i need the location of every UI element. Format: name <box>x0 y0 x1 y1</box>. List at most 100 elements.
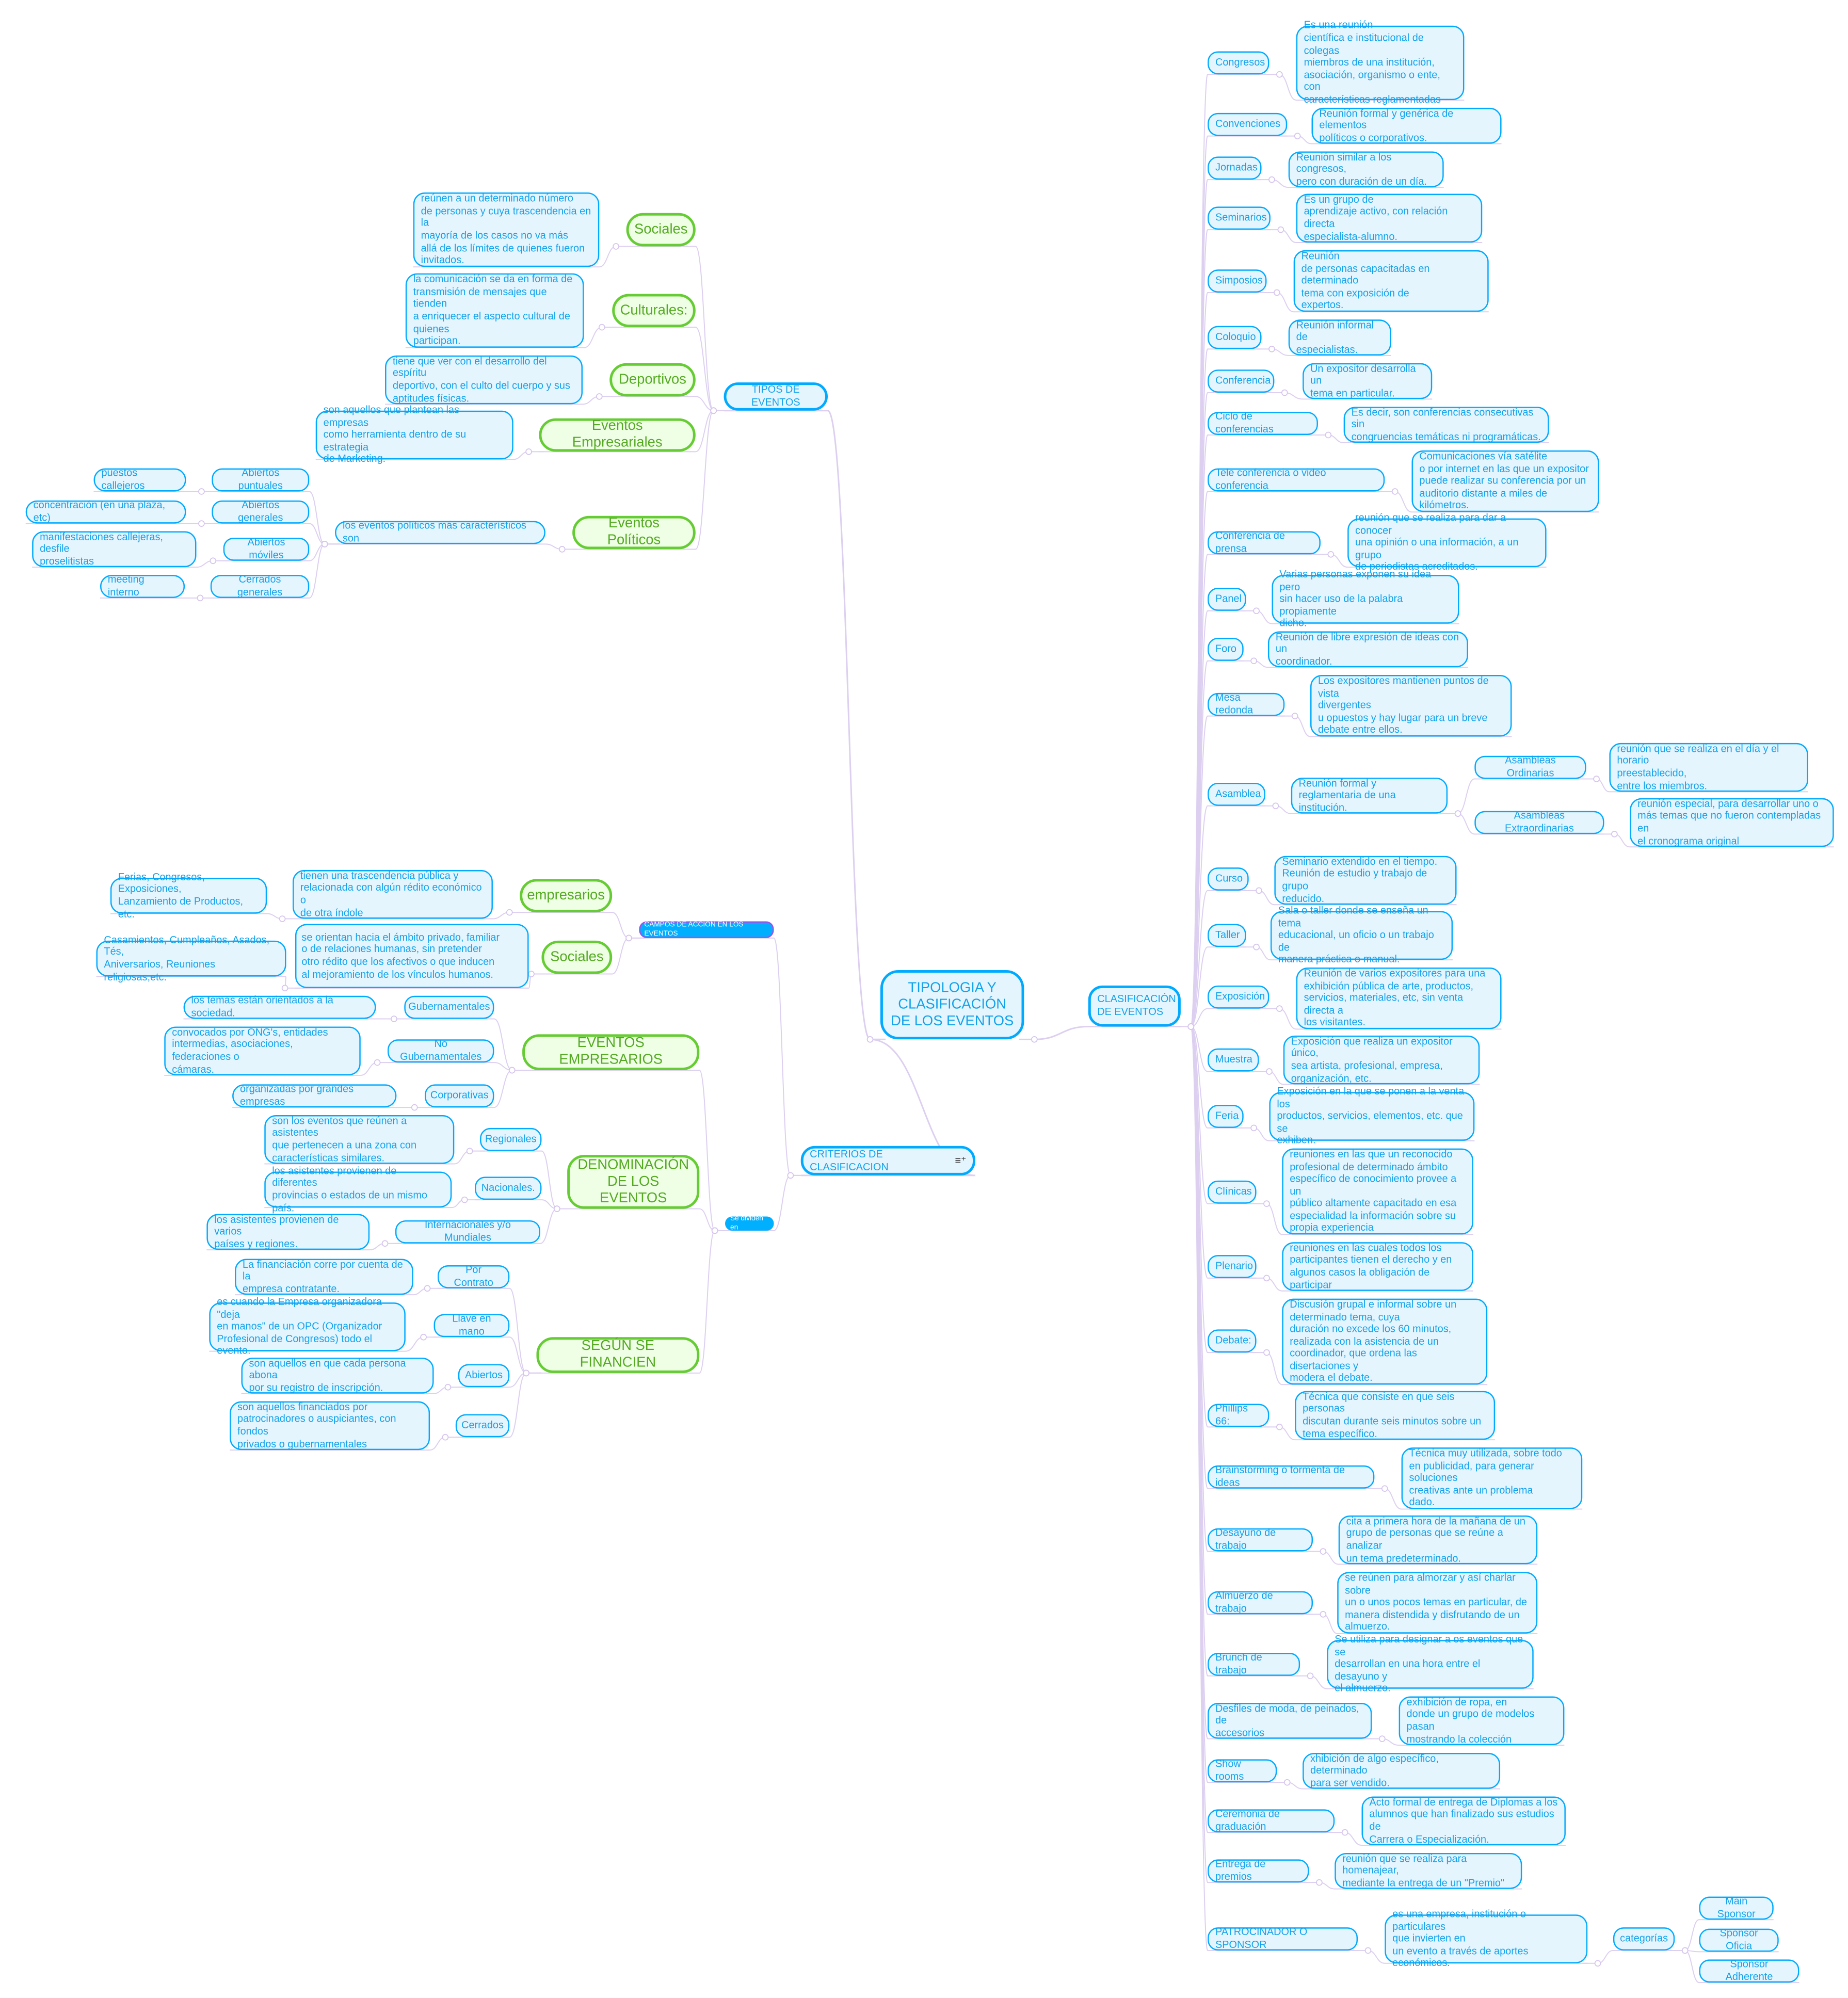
collapse-toggle[interactable] <box>1327 551 1335 558</box>
collapse-toggle[interactable] <box>711 1227 718 1234</box>
collapse-toggle[interactable] <box>1276 71 1283 78</box>
tipo-evento-description[interactable]: la comunicación se da en forma de transm… <box>405 273 584 348</box>
event-type-description[interactable]: Discusión grupal e informal sobre un det… <box>1282 1298 1488 1385</box>
collapse-toggle[interactable] <box>1320 1611 1327 1618</box>
collapse-toggle[interactable] <box>281 985 288 992</box>
criterio-group-node[interactable]: DENOMINACIÓN DE LOS EVENTOS <box>567 1155 700 1209</box>
event-type-description[interactable]: reunión que se realiza para dar a conoce… <box>1347 512 1547 573</box>
collapse-toggle[interactable] <box>424 1285 431 1292</box>
collapse-toggle[interactable] <box>1274 289 1280 296</box>
collapse-toggle[interactable] <box>1187 1023 1195 1030</box>
collapse-toggle[interactable] <box>1611 831 1618 837</box>
collapse-toggle[interactable] <box>1294 133 1301 139</box>
collapse-toggle[interactable] <box>1263 1275 1270 1282</box>
campo-accion-node[interactable]: empresarios <box>520 879 613 913</box>
event-type-description[interactable]: Reunión de varios expositores para una e… <box>1296 968 1502 1029</box>
topic-tipos-de-eventos[interactable]: TIPOS DE EVENTOS <box>724 382 828 411</box>
event-type-node[interactable]: Conferencia de prensa <box>1208 530 1321 555</box>
sponsor-category-node[interactable]: Sponsor Oficia <box>1699 1928 1779 1952</box>
political-event-node[interactable]: Abiertos puntuales <box>212 468 310 492</box>
event-type-description[interactable]: reuniones en las que un reconocido profe… <box>1282 1148 1473 1235</box>
event-type-description[interactable]: Sala o taller donde se enseña un tema ed… <box>1270 905 1453 965</box>
event-type-node[interactable]: Jornadas <box>1208 156 1262 180</box>
collapse-toggle[interactable] <box>279 915 286 922</box>
collapse-toggle[interactable] <box>613 243 620 250</box>
political-event-node[interactable]: Abiertos generales <box>212 499 310 524</box>
collapse-toggle[interactable] <box>866 1036 874 1043</box>
event-type-description[interactable]: se reúnen para almorzar y así charlar so… <box>1337 1572 1538 1634</box>
criterio-item-node[interactable]: Abiertos <box>458 1364 510 1388</box>
collapse-toggle[interactable] <box>1454 810 1461 817</box>
criterio-group-node[interactable]: SEGÚN SE FINANCIEN <box>536 1337 700 1373</box>
event-type-node[interactable]: Exposición <box>1208 985 1270 1009</box>
collapse-toggle[interactable] <box>528 971 535 977</box>
campo-accion-examples[interactable]: Ferias, Congresos, Exposiciones, Lanzami… <box>110 871 267 920</box>
collapse-toggle[interactable] <box>444 1383 452 1391</box>
collapse-toggle[interactable] <box>1277 226 1284 233</box>
political-event-example[interactable]: manifestaciones callejeras, desfile pros… <box>32 531 197 568</box>
collapse-toggle[interactable] <box>1364 1947 1372 1954</box>
subtype-description[interactable]: reunión especial, para desarrollar uno o… <box>1630 798 1834 847</box>
tipo-evento-description[interactable]: tiene que ver con el desarrollo del espí… <box>385 355 583 405</box>
collapse-toggle[interactable] <box>508 1067 516 1074</box>
collapse-toggle[interactable] <box>374 1059 381 1066</box>
campo-accion-description[interactable]: se orientan hacia el ámbito privado, fam… <box>295 924 529 988</box>
campo-accion-examples[interactable]: Casamientos, Cumpleaños, Asados, Tés, An… <box>96 934 286 982</box>
collapse-toggle[interactable] <box>1256 887 1262 894</box>
collapse-toggle[interactable] <box>1391 488 1399 495</box>
event-type-description[interactable]: es una empresa, institución o particular… <box>1385 1908 1588 1969</box>
sponsor-category-node[interactable]: Sponsor Adherente <box>1699 1959 1799 1983</box>
event-type-node[interactable]: Muestra <box>1208 1048 1259 1072</box>
event-type-node[interactable]: Asamblea <box>1208 782 1265 806</box>
collapse-toggle[interactable] <box>1276 1423 1283 1430</box>
collapse-toggle[interactable] <box>506 909 513 916</box>
event-type-node[interactable]: Phillips 66: <box>1208 1403 1270 1427</box>
event-type-node[interactable]: Curso <box>1208 867 1249 891</box>
event-type-node[interactable]: Mesa redonda <box>1208 692 1285 716</box>
subtype-description[interactable]: reunión que se realiza en el día y el ho… <box>1609 743 1808 792</box>
campos-de-accion-node[interactable]: CAMPOS DE ACCIÓN EN LOS EVENTOS <box>639 921 774 938</box>
collapse-toggle[interactable] <box>1281 389 1288 396</box>
collapse-toggle[interactable] <box>553 1205 560 1212</box>
event-type-node[interactable]: Debate: <box>1208 1329 1257 1353</box>
political-event-example[interactable]: meeting interno <box>100 574 185 598</box>
collapse-toggle[interactable] <box>466 1148 473 1155</box>
event-type-description[interactable]: Reunión formal y genérica de elementos p… <box>1311 107 1502 144</box>
collapse-toggle[interactable] <box>1316 1879 1323 1886</box>
criterio-item-description[interactable]: convocados por ONG's, entidades intermed… <box>164 1026 361 1075</box>
criterio-item-description[interactable]: La financiación corre por cuenta de la e… <box>235 1259 413 1295</box>
collapse-toggle[interactable] <box>1253 943 1260 950</box>
tipo-evento-description[interactable]: los eventos políticos más característico… <box>335 520 545 544</box>
event-type-node[interactable]: Clínicas <box>1208 1180 1257 1204</box>
subtype-node[interactable]: Asambleas Extraordinarias <box>1474 810 1604 834</box>
criterio-item-description[interactable]: son aquellos financiados por patrocinado… <box>230 1401 430 1451</box>
event-type-description[interactable]: cita a primera hora de la mañana de un g… <box>1338 1515 1538 1565</box>
event-type-description[interactable]: Los expositores mantienen puntos de vist… <box>1310 675 1512 737</box>
criterio-item-node[interactable]: Gubernamentales <box>404 995 494 1019</box>
criterio-item-node[interactable]: Llave en mano <box>433 1313 510 1338</box>
political-event-example[interactable]: concentración (en una plaza, etc) <box>25 499 186 524</box>
tipo-evento-description[interactable]: son aquellos que plantean las empresas c… <box>315 404 513 465</box>
collapse-toggle[interactable] <box>1320 1548 1327 1555</box>
subtype-node[interactable]: Asambleas Ordinarias <box>1474 755 1586 779</box>
event-type-description[interactable]: Reunión de libre expresión de ideas con … <box>1267 631 1468 668</box>
collapse-toggle[interactable] <box>1594 1960 1601 1967</box>
tipo-evento-node[interactable]: Culturales: <box>612 294 696 328</box>
collapse-toggle[interactable] <box>1325 431 1332 439</box>
collapse-toggle[interactable] <box>1593 776 1600 782</box>
collapse-toggle[interactable] <box>1307 1672 1314 1680</box>
criterio-item-description[interactable]: organizadas por grandes empresas <box>232 1084 397 1108</box>
event-type-node[interactable]: Feria <box>1208 1105 1244 1128</box>
collapse-toggle[interactable] <box>198 488 205 495</box>
collapse-toggle[interactable] <box>381 1240 389 1247</box>
event-type-node[interactable]: Tele conferencia o video conferencia <box>1208 468 1385 492</box>
collapse-toggle[interactable] <box>210 557 217 565</box>
event-type-description[interactable]: Es decir, son conferencias consecutivas … <box>1343 406 1549 443</box>
collapse-toggle[interactable] <box>1263 1200 1270 1207</box>
campo-accion-node[interactable]: Sociales <box>541 940 613 974</box>
event-type-node[interactable]: Ciclo de conferencias <box>1208 411 1318 436</box>
political-event-node[interactable]: Cerrados generales <box>210 574 310 598</box>
event-type-node[interactable]: Desayuno de trabajo <box>1208 1527 1313 1552</box>
topic-criterios-de-clasificacion[interactable]: CRITERIOS DE CLASIFICACION≡⁺ <box>800 1146 975 1175</box>
criterio-item-node[interactable]: Regionales <box>480 1127 542 1151</box>
